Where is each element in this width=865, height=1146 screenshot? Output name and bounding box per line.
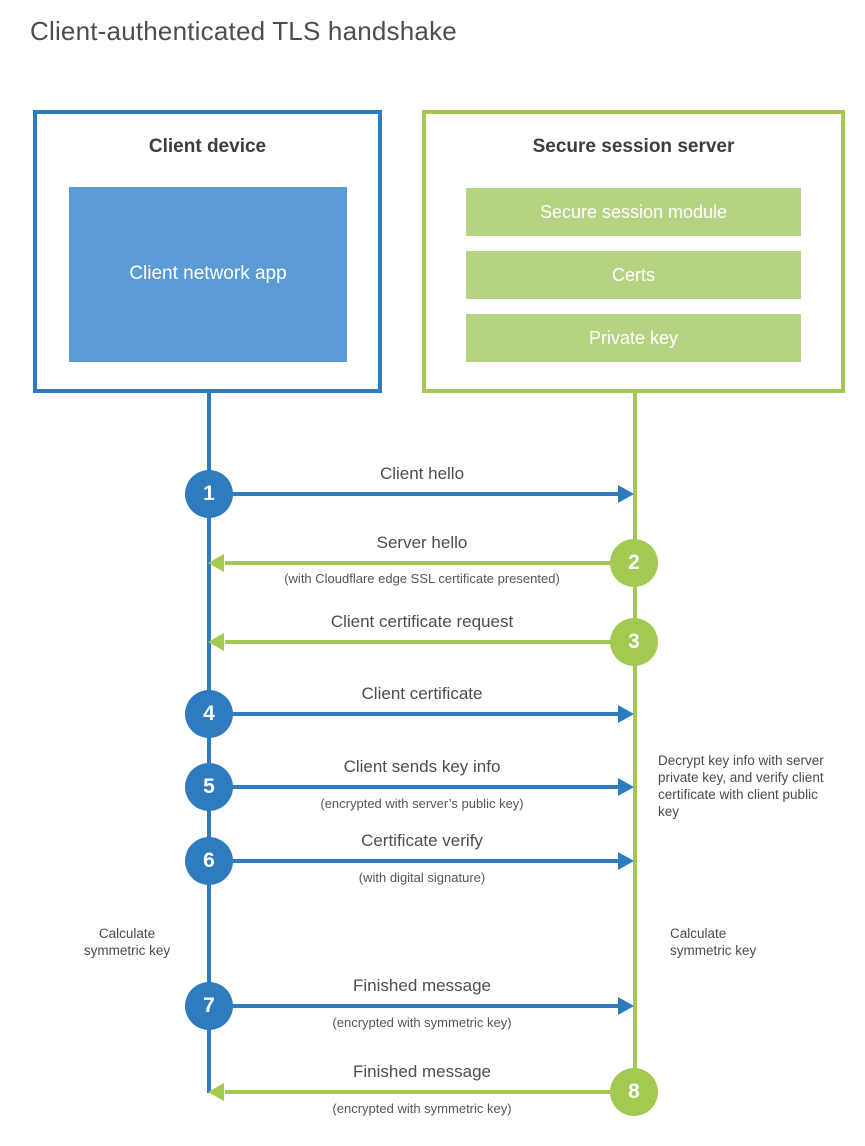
- decrypt-note: Decrypt key info with server private key…: [658, 753, 824, 819]
- step-8-subtitle: (encrypted with symmetric key): [332, 1101, 512, 1116]
- step-8-label: Finished message: [353, 1062, 491, 1081]
- step-6-badge: 6: [185, 837, 233, 885]
- step-2-subtitle: (with Cloudflare edge SSL certificate pr…: [284, 571, 560, 586]
- client-network-app-label: Client network app: [129, 263, 287, 285]
- secure-session-module-bar: Secure session module: [466, 188, 801, 236]
- step-1-badge: 1: [185, 470, 233, 518]
- step-1-label: Client hello: [379, 464, 465, 483]
- private-key-bar: Private key: [466, 314, 801, 362]
- calculate-symmetric-key-right: Calculate symmetric key: [670, 926, 757, 958]
- certs-bar: Certs: [466, 251, 801, 299]
- client-lifeline: [207, 392, 211, 1093]
- step-8-badge: 8: [610, 1068, 658, 1116]
- step-7-subtitle: (encrypted with symmetric key): [332, 1015, 512, 1030]
- step-4-label: Client certificate: [361, 684, 483, 703]
- step-6-arrow: [209, 859, 619, 863]
- step-3-arrowhead: [208, 633, 224, 651]
- page-title: Client-authenticated TLS handshake: [30, 16, 457, 46]
- step-1-arrow: [209, 492, 619, 496]
- step-3-label: Client certificate request: [330, 612, 514, 631]
- step-5-label: Client sends key info: [343, 757, 501, 776]
- step-7-arrowhead: [618, 997, 634, 1015]
- step-5-subtitle: (encrypted with server’s public key): [320, 796, 524, 811]
- step-4-badge: 4: [185, 690, 233, 738]
- step-4-arrowhead: [618, 705, 634, 723]
- server-title: Secure session server: [532, 136, 735, 157]
- step-2-arrow: [225, 561, 635, 565]
- step-2-arrowhead: [208, 554, 224, 572]
- step-6-label: Certificate verify: [361, 831, 483, 850]
- step-5-badge: 5: [185, 763, 233, 811]
- step-4-arrow: [209, 712, 619, 716]
- step-7-label: Finished message: [353, 976, 491, 995]
- step-8-arrow: [225, 1090, 635, 1094]
- client-device-title: Client device: [148, 136, 267, 157]
- step-2-label: Server hello: [376, 533, 468, 552]
- step-3-arrow: [225, 640, 635, 644]
- client-network-app-box: Client network app: [69, 187, 347, 362]
- step-5-arrow: [209, 785, 619, 789]
- step-6-subtitle: (with digital signature): [358, 870, 486, 885]
- step-7-badge: 7: [185, 982, 233, 1030]
- step-6-arrowhead: [618, 852, 634, 870]
- step-8-arrowhead: [208, 1083, 224, 1101]
- step-2-badge: 2: [610, 539, 658, 587]
- step-7-arrow: [209, 1004, 619, 1008]
- step-1-arrowhead: [618, 485, 634, 503]
- step-3-badge: 3: [610, 618, 658, 666]
- step-5-arrowhead: [618, 778, 634, 796]
- server-lifeline: [633, 392, 637, 1092]
- calculate-symmetric-key-left: Calculate symmetric key: [83, 926, 171, 958]
